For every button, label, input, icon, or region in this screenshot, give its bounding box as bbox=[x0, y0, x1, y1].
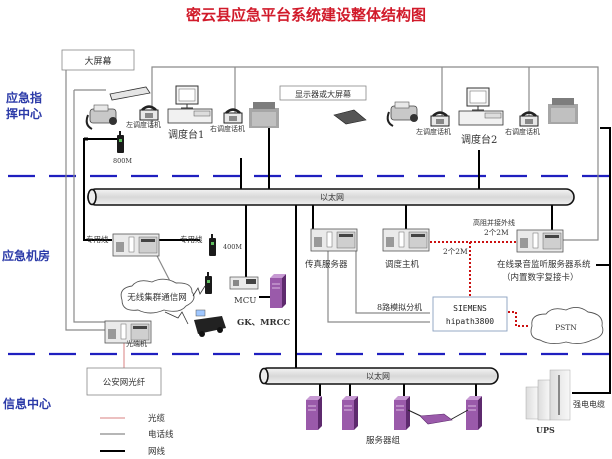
legend-label-fiber: 光缆 bbox=[148, 413, 166, 424]
police-fiber-box[interactable]: 公安网光纤 bbox=[86, 367, 162, 396]
fax-machine-icon bbox=[386, 101, 419, 127]
command-vehicle-icon bbox=[194, 309, 226, 337]
pstn-label: PSTN bbox=[555, 323, 577, 332]
printer-icon bbox=[548, 98, 578, 124]
ups-icon[interactable] bbox=[525, 369, 571, 421]
police-fiber-label: 公安网光纤 bbox=[103, 377, 146, 388]
power-cable-label: 强电电缆 bbox=[573, 399, 605, 409]
gk-mrcc-label: GK、MRCC bbox=[237, 318, 290, 328]
fax-server-label: 传真服务器 bbox=[305, 259, 348, 270]
recording-server-label: 在线录音监听服务器系统 bbox=[497, 259, 591, 270]
recording-server-rack[interactable] bbox=[516, 229, 564, 253]
server-tower-icon[interactable] bbox=[305, 395, 323, 431]
handheld-radio-icon bbox=[205, 272, 212, 294]
pbx-model-label: hipath3800 bbox=[446, 317, 494, 326]
diagram-title: 密云县应急平台系统建设整体结构图 bbox=[186, 6, 426, 24]
desk-phone-icon bbox=[429, 111, 451, 128]
optical-terminal-label: 光端机 bbox=[126, 339, 147, 348]
desk-phone-icon bbox=[138, 105, 160, 122]
e1-links bbox=[430, 241, 530, 327]
fax-server-rack[interactable] bbox=[310, 228, 358, 252]
big-screen-box[interactable]: 大屏幕 bbox=[61, 49, 135, 71]
dedicated-line-1-label: 专用线 bbox=[86, 234, 109, 244]
wireless-link bbox=[192, 285, 206, 297]
zone-label-command-center-1: 应急指 bbox=[6, 90, 42, 105]
server-tower-icon[interactable] bbox=[393, 395, 411, 431]
server-tower-icon[interactable] bbox=[465, 395, 483, 431]
legend: 光缆 电话线 网线 bbox=[100, 413, 174, 457]
ethernet-backbone-bottom bbox=[259, 367, 499, 385]
right-phone-1-label: 右调度话机 bbox=[210, 124, 245, 133]
mcu-device[interactable] bbox=[229, 276, 259, 290]
server-group-label: 服务器组 bbox=[366, 435, 401, 446]
ethernet-label-top: 以太网 bbox=[320, 192, 344, 202]
ethernet-label-bottom: 以太网 bbox=[366, 371, 390, 381]
ups-label: UPS bbox=[536, 425, 555, 435]
dispatch-console-2-icon[interactable] bbox=[458, 87, 504, 126]
left-phone-2-label: 左调度话机 bbox=[416, 127, 451, 136]
siemens-pbx-box[interactable]: SIEMENS hipath3800 bbox=[432, 296, 508, 332]
zone-label-machine-room: 应急机房 bbox=[2, 248, 50, 263]
display-or-screen-label: 显示器或大屏幕 bbox=[295, 89, 351, 99]
radio-400m-icon bbox=[209, 234, 216, 256]
radio-400m-label: 400M bbox=[223, 243, 242, 251]
storage-switch-icon bbox=[407, 409, 469, 425]
trunk-network-cloud[interactable]: 无线集群通信网 bbox=[120, 278, 195, 314]
server-tower-icon[interactable] bbox=[341, 395, 359, 431]
dispatch-host-label: 调度主机 bbox=[385, 259, 420, 270]
zone-label-command-center-2: 挥中心 bbox=[6, 106, 42, 121]
fax-machine-icon bbox=[85, 104, 118, 130]
recording-card-label: （内置数字复接卡） bbox=[502, 272, 579, 283]
console-2-label: 调度台2 bbox=[461, 133, 497, 146]
wireless-link bbox=[164, 311, 189, 325]
keyboard-icon bbox=[109, 86, 151, 101]
dispatch-switch-rack[interactable] bbox=[112, 233, 160, 257]
gk-mrcc-server-icon[interactable] bbox=[269, 273, 287, 309]
mcu-label: MCU bbox=[234, 296, 256, 306]
trunk-network-label: 无线集群通信网 bbox=[127, 292, 187, 303]
radio-800m-label: 800M bbox=[113, 157, 132, 165]
display-or-screen-box[interactable]: 显示器或大屏幕 bbox=[279, 85, 367, 101]
analog-extension-label: 8路模拟分机 bbox=[377, 302, 422, 312]
dispatch-host-rack[interactable] bbox=[382, 228, 430, 252]
zone-label-info-center: 信息中心 bbox=[3, 396, 51, 411]
two-2m-label-a: 2个2M bbox=[484, 228, 509, 237]
radio-800m-icon bbox=[117, 131, 124, 153]
ethernet-backbone-top bbox=[87, 188, 575, 206]
desk-phone-icon bbox=[222, 108, 244, 125]
legend-label-phone: 电话线 bbox=[148, 429, 174, 440]
dispatch-console-1-icon[interactable] bbox=[167, 85, 213, 124]
legend-label-network: 网线 bbox=[148, 446, 166, 457]
printer-icon bbox=[249, 102, 279, 128]
pbx-brand-label: SIEMENS bbox=[453, 304, 487, 313]
right-phone-2-label: 右调度话机 bbox=[505, 127, 540, 136]
dedicated-line-2-label: 专用线 bbox=[180, 234, 203, 244]
high-impedance-label: 高阻并接外线 bbox=[473, 218, 515, 227]
big-screen-label: 大屏幕 bbox=[84, 55, 111, 67]
pstn-cloud[interactable]: PSTN bbox=[530, 307, 604, 345]
network-cables bbox=[83, 118, 611, 398]
console-1-label: 调度台1 bbox=[168, 128, 204, 141]
video-terminal-icon bbox=[333, 109, 367, 125]
two-2m-label-b: 2个2M bbox=[443, 247, 468, 256]
left-phone-1-label: 左调度话机 bbox=[126, 120, 161, 129]
